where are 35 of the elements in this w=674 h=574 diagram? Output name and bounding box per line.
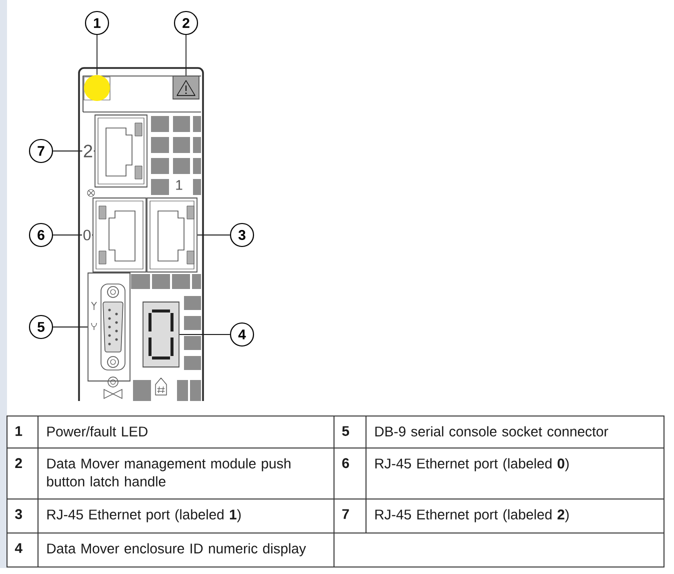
leader-line (197, 234, 230, 236)
callout-number: 3 (230, 222, 254, 248)
leader-line (179, 334, 230, 335)
description-cell: DB-9 serial console socket connector (366, 416, 664, 448)
leader-line (52, 326, 88, 328)
number-cell: 7 (334, 498, 366, 534)
number-cell: 6 (334, 448, 366, 500)
callout-number: 4 (230, 322, 254, 347)
callout-number: 6 (28, 222, 54, 248)
description-cell: RJ-45 Ethernet port (labeled 0) (366, 448, 664, 500)
description-cell: Data Mover management module push button latch handle (38, 448, 334, 500)
number-cell: 2 (6, 448, 38, 500)
number-cell: 4 (6, 532, 38, 568)
ethernet-port (94, 114, 148, 188)
ethernet-port (146, 198, 198, 272)
serial-port (88, 272, 130, 382)
number-cell: 3 (6, 498, 38, 534)
callout-number: 5 (28, 314, 54, 340)
numeric-display (142, 302, 180, 368)
description-cell: RJ-45 Ethernet port (labeled 1) (38, 498, 334, 534)
number-cell: 5 (334, 416, 366, 448)
port-label: 2 (82, 144, 94, 158)
description-cell: Data Mover enclosure ID numeric display (38, 532, 334, 568)
number-cell: 1 (6, 416, 38, 448)
callout-number: 7 (28, 138, 54, 164)
description-cell: RJ-45 Ethernet port (labeled 2) (366, 498, 664, 534)
leader-line (52, 234, 93, 236)
ethernet-port (92, 198, 146, 272)
latch-button (172, 76, 200, 100)
port-label: 0 (82, 228, 92, 242)
callout-number: 2 (174, 10, 198, 36)
description-cell: Power/fault LED (38, 416, 334, 448)
callout-number: 1 (84, 10, 110, 36)
leader-line (96, 34, 98, 76)
leader-line (52, 150, 95, 152)
